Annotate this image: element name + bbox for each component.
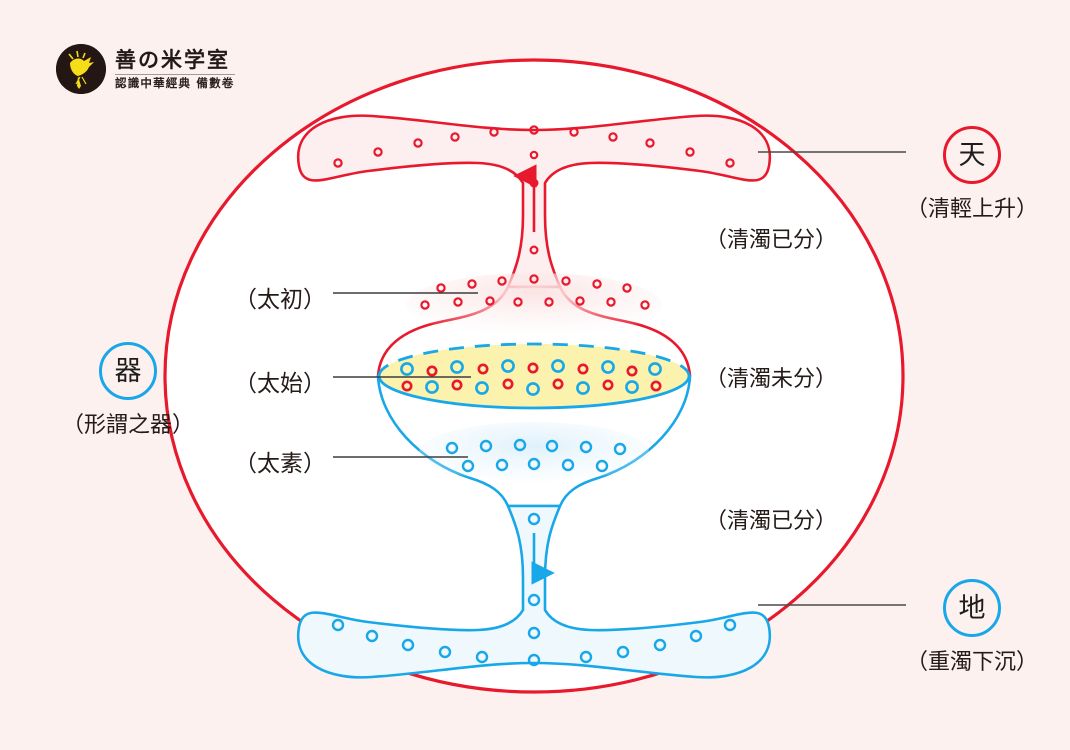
taishi-red-particles <box>401 362 662 392</box>
node-heaven[interactable]: 天 （清輕上升） <box>906 126 1038 223</box>
earth-crescent-shape <box>296 504 772 679</box>
brand-divider <box>115 74 235 76</box>
lower-bowl-haze <box>419 422 649 482</box>
label-taishi: （太始） <box>234 371 326 397</box>
bird-in-circle-logo-icon <box>56 44 106 94</box>
node-earth-glyph: 地 <box>943 579 1001 637</box>
brand-subtitle: 認識中華經典 備數卷 <box>115 76 235 91</box>
taichu-particles <box>420 274 650 310</box>
brand-title: 善の米学室 <box>115 47 230 73</box>
taishi-disc-top-dashed <box>377 342 691 377</box>
taishi-blue-particles <box>400 359 662 396</box>
node-earth-caption: （重濁下沉） <box>906 650 1039 675</box>
node-heaven-caption: （清輕上升） <box>906 197 1039 222</box>
earth-particles <box>331 512 737 667</box>
taishi-disc-bottom-solid <box>377 375 691 410</box>
brand-text-block: 善の米学室 認識中華經典 備數卷 <box>115 48 235 90</box>
label-lower-separated: （清濁已分） <box>705 509 838 534</box>
label-upper-separated: （清濁已分） <box>705 228 838 253</box>
label-taisu: （太素） <box>234 451 326 477</box>
node-earth[interactable]: 地 （重濁下沉） <box>906 579 1038 676</box>
node-vessel-caption: （形謂之器） <box>62 413 195 438</box>
taisu-particles <box>445 438 627 473</box>
upper-bulb-haze <box>406 273 662 337</box>
node-vessel-glyph: 器 <box>99 342 157 400</box>
node-vessel[interactable]: 器 （形謂之器） <box>62 342 194 439</box>
brand-logo[interactable]: 善の米学室 認識中華經典 備數卷 <box>56 44 235 94</box>
node-heaven-glyph: 天 <box>943 126 1001 184</box>
taishi-undivided-disc <box>379 344 689 408</box>
label-taichu: （太初） <box>234 287 326 313</box>
label-undivided: （清濁未分） <box>705 367 838 392</box>
